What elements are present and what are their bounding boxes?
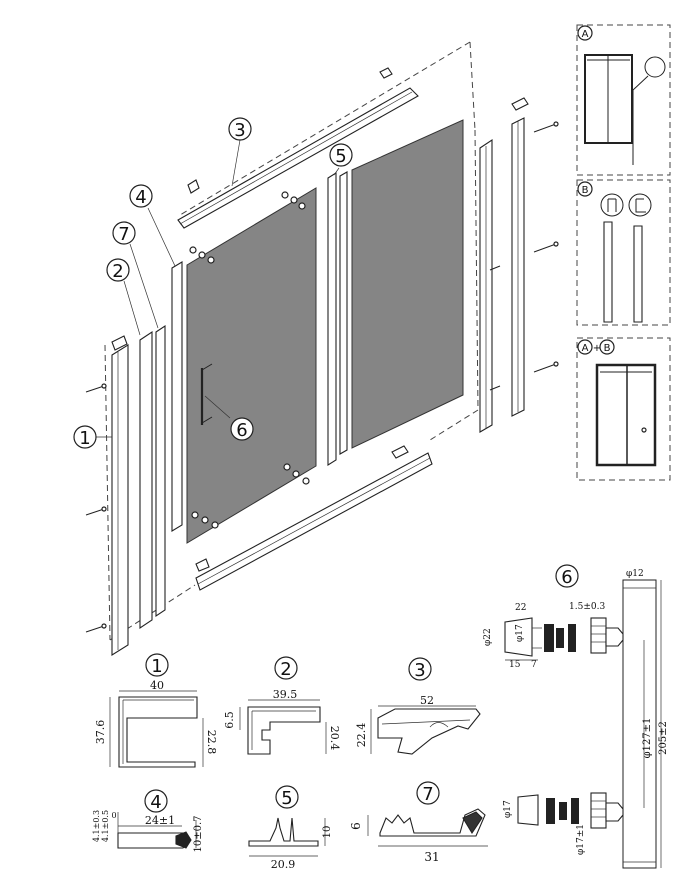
- inset-ab: A + B: [576, 337, 671, 481]
- svg-text:6: 6: [236, 420, 247, 441]
- callout-3: 3: [228, 117, 252, 141]
- svg-text:4: 4: [135, 187, 146, 208]
- svg-text:10±0.7: 10±0.7: [193, 815, 204, 852]
- door-handle: [200, 363, 213, 425]
- svg-text:5: 5: [335, 146, 346, 167]
- bottom-rail: [195, 452, 433, 591]
- svg-text:φ12: φ12: [626, 569, 644, 579]
- profile-section-7: 7 31 6: [349, 781, 488, 864]
- svg-text:39.5: 39.5: [273, 688, 298, 701]
- svg-text:φ127±1: φ127±1: [642, 718, 653, 759]
- svg-text:7: 7: [531, 660, 537, 670]
- wall-profile-left: [111, 344, 129, 656]
- profile-4: [171, 261, 183, 532]
- svg-text:22.4: 22.4: [355, 723, 368, 748]
- svg-text:52: 52: [420, 694, 434, 707]
- handle-detail: 6 φ12 φ127±1 205±2 1.5±0.3 22 φ22 φ17 15…: [483, 564, 669, 869]
- callout-5: 5: [329, 143, 353, 167]
- svg-text:22.8: 22.8: [205, 730, 218, 755]
- wall-profile-right: [479, 117, 525, 433]
- profile-section-5: 5 20.9 10: [248, 785, 333, 871]
- svg-text:φ17: φ17: [515, 624, 525, 642]
- profile-section-2: 2 39.5 6.5 20.4: [223, 656, 341, 755]
- svg-text:10: 10: [322, 826, 333, 839]
- svg-text:31: 31: [424, 850, 439, 864]
- svg-text:20.9: 20.9: [271, 858, 296, 871]
- svg-text:0: 0: [111, 811, 116, 820]
- svg-text:2: 2: [280, 659, 291, 680]
- leader-lines: [95, 139, 340, 438]
- svg-text:20.4: 20.4: [328, 726, 341, 751]
- frame-outline: [179, 41, 479, 441]
- svg-text:7: 7: [118, 224, 129, 245]
- top-rail: [177, 87, 419, 229]
- svg-text:φ17±1: φ17±1: [576, 824, 586, 855]
- svg-text:40: 40: [150, 679, 164, 692]
- svg-text:5: 5: [281, 788, 292, 809]
- svg-text:B: B: [582, 185, 589, 196]
- svg-text:B: B: [604, 343, 611, 354]
- inset-b: B: [576, 179, 671, 326]
- svg-text:7: 7: [422, 784, 433, 805]
- rollers: [189, 191, 310, 529]
- svg-text:4.1±0.3: 4.1±0.3: [92, 810, 101, 842]
- roller-bottom-right: [283, 463, 310, 485]
- svg-text:205±2: 205±2: [658, 721, 669, 755]
- svg-text:3: 3: [414, 660, 425, 681]
- svg-text:37.6: 37.6: [94, 720, 107, 745]
- profile-7: [155, 324, 166, 618]
- screws: [85, 121, 559, 633]
- svg-text:4.1±0.5: 4.1±0.5: [101, 810, 110, 842]
- profile-section-3: 3 52 22.4: [355, 657, 481, 755]
- end-caps: [111, 67, 529, 572]
- svg-text:4: 4: [150, 792, 161, 813]
- svg-text:1: 1: [79, 428, 90, 449]
- callout-1: 1: [73, 425, 97, 449]
- roller-top-right: [281, 191, 306, 210]
- profile-2: [139, 330, 153, 630]
- svg-text:24±1: 24±1: [145, 814, 175, 827]
- callout-7: 7: [112, 221, 136, 245]
- profile-section-1: 1 40 37.6 22.8: [94, 653, 218, 768]
- svg-text:1: 1: [151, 656, 162, 677]
- svg-text:22: 22: [515, 603, 526, 613]
- glass-panel-right: [351, 119, 464, 449]
- exploded-view: 1 2 7 4 3 5 6: [73, 41, 559, 656]
- svg-text:6: 6: [349, 822, 363, 830]
- svg-text:φ17: φ17: [503, 800, 513, 818]
- svg-text:1.5±0.3: 1.5±0.3: [569, 602, 605, 612]
- callout-2: 2: [106, 258, 130, 282]
- inset-a: A: [576, 24, 671, 176]
- svg-text:+: +: [593, 343, 601, 354]
- svg-text:φ22: φ22: [483, 628, 493, 646]
- svg-text:2: 2: [112, 261, 123, 282]
- svg-text:3: 3: [234, 120, 245, 141]
- callout-4: 4: [129, 184, 153, 208]
- roller-bottom-left: [191, 511, 219, 529]
- profile-5: [327, 171, 348, 466]
- svg-text:6.5: 6.5: [223, 711, 236, 729]
- svg-text:A: A: [582, 343, 589, 354]
- callout-6: 6: [230, 417, 254, 441]
- svg-text:15: 15: [509, 660, 521, 670]
- profile-section-4: 4 24±1 10±0.7 4.1±0.3 4.1±0.5 0: [92, 789, 204, 853]
- svg-text:6: 6: [561, 567, 572, 588]
- svg-text:A: A: [582, 29, 589, 40]
- glass-panel-left: [186, 187, 317, 544]
- roller-top-left: [189, 246, 215, 264]
